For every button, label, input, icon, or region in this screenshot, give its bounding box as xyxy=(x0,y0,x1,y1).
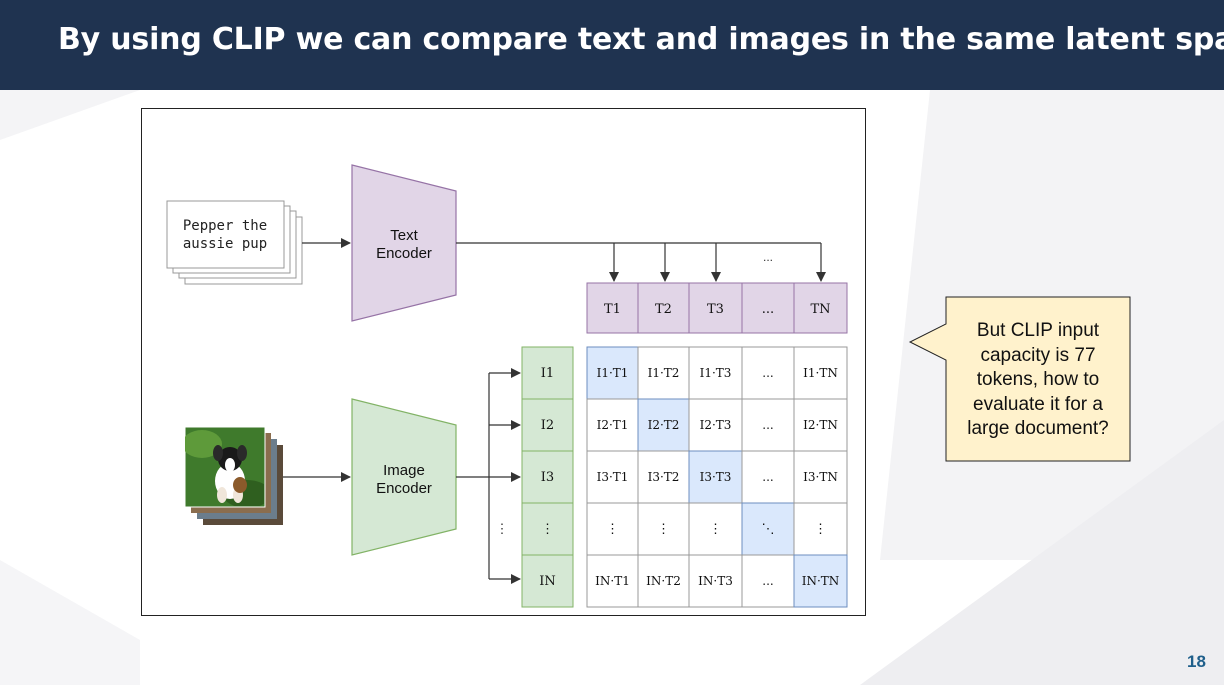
image-encoder-label-line1: Image xyxy=(383,462,425,479)
image-embedding: ⋮ xyxy=(541,522,554,537)
matrix-cell: I3·T3 xyxy=(700,470,732,484)
matrix-cell: I3·T2 xyxy=(648,470,680,484)
matrix-cell: IN·T3 xyxy=(698,574,733,588)
matrix-cell: IN·TN xyxy=(802,574,840,588)
similarity-matrix: I1·T1 I1·T2 I1·T3 ... I1·TN I2·T1 I2·T2 … xyxy=(586,346,848,608)
text-input-line2: aussie pup xyxy=(183,236,267,252)
image-embedding: I2 xyxy=(541,418,554,433)
text-encoder-label-line1: Text xyxy=(390,227,418,244)
matrix-cell: I1·T2 xyxy=(648,366,680,380)
matrix-cell: ... xyxy=(762,470,773,484)
callout-text: But CLIP input capacity is 77 tokens, ho… xyxy=(967,320,1109,439)
text-embedding: T2 xyxy=(655,302,672,317)
text-embedding: TN xyxy=(810,302,830,317)
puppy-photo xyxy=(185,430,264,506)
matrix-cell: ⋮ xyxy=(814,522,827,537)
matrix-cell: I3·T1 xyxy=(597,470,629,484)
matrix-cell: I2·TN xyxy=(803,418,838,432)
matrix-cell: I2·T2 xyxy=(648,418,680,432)
image-embedding: IN xyxy=(539,574,556,589)
image-encoder xyxy=(351,398,457,556)
matrix-cell: I2·T3 xyxy=(700,418,732,432)
matrix-cell: I3·TN xyxy=(803,470,838,484)
text-embedding: ... xyxy=(762,302,774,317)
matrix-cell: ⋮ xyxy=(657,522,670,537)
text-input-stack: Pepper the aussie pup xyxy=(166,200,303,285)
callout-bubble xyxy=(908,296,1131,462)
matrix-cell: I1·T1 xyxy=(597,366,629,380)
image-embedding: I3 xyxy=(541,470,554,485)
text-embeddings-row: T1 T2 T3 ... TN xyxy=(586,282,848,334)
image-encoder-label-line2: Encoder xyxy=(376,480,432,497)
matrix-cell: ... xyxy=(762,574,773,588)
connectors xyxy=(283,238,826,584)
left-vdots: ⋮ xyxy=(496,522,509,537)
page-number: 18 xyxy=(1187,652,1206,671)
text-encoder-label-line2: Encoder xyxy=(376,245,432,262)
matrix-cell: I1·T3 xyxy=(700,366,732,380)
matrix-cell: ⋮ xyxy=(606,522,619,537)
image-input-stack xyxy=(184,426,283,525)
matrix-cell: ⋱ xyxy=(762,522,775,537)
matrix-cell: ⋮ xyxy=(709,522,722,537)
slide-header xyxy=(0,0,1224,90)
matrix-cell: I2·T1 xyxy=(597,418,629,432)
matrix-cell: ... xyxy=(762,366,773,380)
text-embedding: T1 xyxy=(604,302,621,317)
top-ellipsis: ... xyxy=(763,250,773,264)
slide-title: By using CLIP we can compare text and im… xyxy=(58,22,1224,57)
matrix-cell: I1·TN xyxy=(803,366,838,380)
image-embedding: I1 xyxy=(541,366,554,381)
matrix-cell: IN·T1 xyxy=(595,574,630,588)
text-embedding: T3 xyxy=(707,302,724,317)
clip-diagram-canvas: Pepper the aussie pup Text xyxy=(166,164,848,608)
text-input-line1: Pepper the xyxy=(183,218,267,234)
text-encoder xyxy=(351,164,457,322)
image-embeddings-column: I1 I2 I3 ⋮ IN xyxy=(521,346,574,608)
matrix-cell: ... xyxy=(762,418,773,432)
matrix-cell: IN·T2 xyxy=(646,574,681,588)
clip-diagram: Pepper the aussie pup Text xyxy=(141,108,866,616)
